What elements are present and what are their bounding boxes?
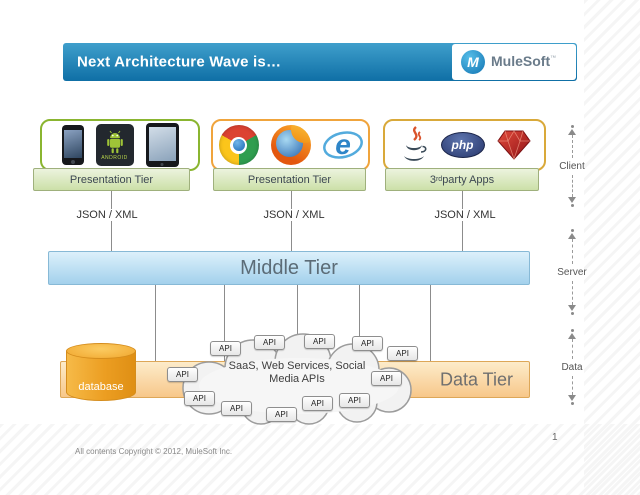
middle-data-line-4 (359, 285, 360, 362)
database-icon: database (66, 343, 136, 402)
data-tier-label: Data Tier (439, 369, 513, 389)
android-wordmark: ANDROID (101, 154, 128, 161)
arrow-up-icon (568, 333, 576, 339)
api-box: API (266, 407, 297, 422)
database-cylinder-body (66, 351, 136, 401)
database-label: database (78, 381, 124, 393)
dashed-line (571, 135, 573, 158)
iphone-icon (61, 125, 84, 165)
slide-header: Next Architecture Wave is… M MuleSoft™ (63, 43, 577, 81)
presentation-tier-label-2: Presentation Tier (213, 168, 366, 191)
api-box: API (352, 336, 383, 351)
client-group-browsers: e (211, 119, 370, 171)
iphone-screen (63, 130, 82, 158)
api-box: API (184, 391, 215, 406)
dashed-line (571, 375, 573, 395)
middle-data-line-1 (155, 285, 156, 362)
data-range-indicator: Data (548, 328, 596, 406)
json-xml-label-3: JSON / XML (429, 209, 501, 221)
api-box: API (339, 393, 370, 408)
android-icon: ANDROID (95, 124, 134, 166)
internet-explorer-icon: e (322, 129, 363, 160)
dashed-line (571, 339, 573, 359)
arrow-down-icon (568, 395, 576, 401)
ruby-icon (496, 130, 531, 161)
indicator-dot (570, 329, 574, 332)
indicator-dot (570, 229, 574, 232)
cloud-caption: SaaS, Web Services, Social Media APIs (161, 360, 433, 386)
database-cylinder-top (66, 343, 136, 359)
api-box: API (167, 367, 198, 382)
api-box: API (302, 396, 333, 411)
chrome-icon-ring (230, 136, 247, 154)
middle-data-line-2 (224, 285, 225, 362)
ipad-home-button (160, 162, 164, 166)
cloud-caption-line1: SaaS, Web Services, Social (228, 360, 366, 372)
middle-data-line-5 (430, 285, 431, 362)
server-label: Server (557, 266, 587, 278)
json-xml-label-1: JSON / XML (71, 209, 143, 221)
android-robot-icon (106, 130, 123, 153)
background-stripes-right (584, 0, 640, 495)
middle-tier-bar: Middle Tier (48, 251, 530, 285)
copyright-text: All contents Copyright © 2012, MuleSoft … (75, 447, 233, 456)
dashed-line (571, 280, 573, 305)
client-group-mobile: ANDROID (40, 119, 200, 171)
ipad-screen (148, 127, 176, 161)
client-label: Client (559, 160, 585, 172)
firefox-icon (270, 125, 311, 165)
ipad-icon (145, 123, 179, 167)
indicator-dot (570, 125, 574, 128)
dashed-line (571, 239, 573, 264)
client-group-3rd-party: php (383, 119, 546, 171)
indicator-dot (570, 312, 574, 315)
mulesoft-logo-wordmark: MuleSoft™ (491, 53, 557, 69)
api-box: API (210, 341, 241, 356)
cloud-caption-line2: Media APIs (269, 373, 325, 385)
indicator-dot (570, 204, 574, 207)
indicator-dot (570, 402, 574, 405)
presentation-tier-label-1: Presentation Tier (33, 168, 190, 191)
api-box: API (371, 371, 402, 386)
arrow-down-icon (568, 305, 576, 311)
iphone-home-button (70, 159, 75, 164)
ie-glyph: e (335, 129, 351, 160)
json-xml-label-2: JSON / XML (258, 209, 330, 221)
mulesoft-logo: M MuleSoft™ (452, 44, 576, 80)
connector-line-2 (291, 191, 292, 251)
page-number: 1 (552, 432, 558, 443)
client-range-indicator: Client (548, 124, 596, 208)
connector-line-3 (462, 191, 463, 251)
api-box: API (387, 346, 418, 361)
chrome-icon (218, 125, 259, 165)
data-label: Data (561, 361, 583, 373)
api-box: API (254, 335, 285, 350)
connector-line-1 (111, 191, 112, 251)
chrome-icon-core (232, 139, 245, 151)
api-box: API (221, 401, 252, 416)
arrow-up-icon (568, 129, 576, 135)
mulesoft-logo-icon: M (461, 50, 485, 74)
middle-data-line-3 (297, 285, 298, 362)
arrow-down-icon (568, 197, 576, 203)
php-icon: php (440, 132, 485, 158)
background-stripes-bottom (0, 424, 640, 495)
java-icon (403, 126, 426, 161)
slide-title: Next Architecture Wave is… (77, 53, 282, 71)
api-box: API (304, 334, 335, 349)
arrow-up-icon (568, 233, 576, 239)
server-range-indicator: Server (548, 228, 596, 316)
dashed-line (571, 174, 573, 197)
